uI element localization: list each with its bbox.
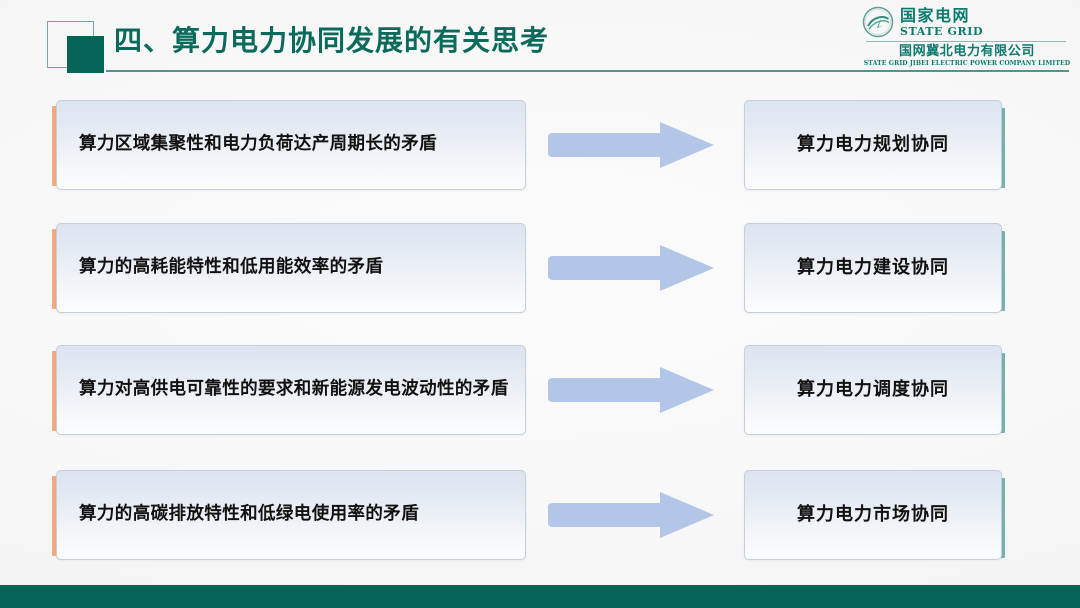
solution-box-2[interactable]: 算力电力建设协同	[744, 223, 1002, 313]
logo-subsidiary-name-en: STATE GRID JIBEI ELECTRIC POWER COMPANY …	[863, 60, 1071, 68]
problem-accent-bar	[52, 476, 59, 556]
flow-arrow-2	[548, 245, 714, 291]
state-grid-emblem-icon	[862, 6, 894, 38]
problem-accent-bar	[52, 229, 59, 309]
problem-text: 算力区域集聚性和电力负荷达产周期长的矛盾	[79, 134, 437, 155]
solution-box-4[interactable]: 算力电力市场协同	[744, 470, 1002, 560]
solution-text: 算力电力市场协同	[797, 503, 949, 525]
logo-company-name-cn: 国家电网	[900, 5, 971, 25]
page-title: 四、算力电力协同发展的有关思考	[114, 24, 550, 57]
problem-box-3[interactable]: 算力对高供电可靠性的要求和新能源发电波动性的矛盾	[56, 345, 526, 435]
flow-arrow-4	[548, 492, 714, 538]
problem-accent-bar	[52, 351, 59, 431]
solution-text: 算力电力调度协同	[797, 378, 949, 400]
solution-box-1[interactable]: 算力电力规划协同	[744, 100, 1002, 190]
logo-company-name-en: STATE GRID	[900, 24, 984, 38]
slide-header: 四、算力电力协同发展的有关思考 国家电网 STATE GRID	[0, 0, 1080, 86]
content-row-1: 算力区域集聚性和电力负荷达产周期长的矛盾 算力电力规划协同	[0, 100, 1080, 190]
problem-text: 算力的高耗能特性和低用能效率的矛盾	[79, 257, 384, 278]
solution-text: 算力电力规划协同	[797, 133, 949, 155]
solution-accent-bar	[999, 478, 1005, 558]
footer-bar	[0, 585, 1080, 608]
title-decoration-solid-square	[67, 36, 104, 73]
problem-box-4[interactable]: 算力的高碳排放特性和低绿电使用率的矛盾	[56, 470, 526, 560]
content-row-3: 算力对高供电可靠性的要求和新能源发电波动性的矛盾 算力电力调度协同	[0, 345, 1080, 435]
problem-box-1[interactable]: 算力区域集聚性和电力负荷达产周期长的矛盾	[56, 100, 526, 190]
solution-accent-bar	[999, 353, 1005, 433]
solution-box-3[interactable]: 算力电力调度协同	[744, 345, 1002, 435]
problem-box-2[interactable]: 算力的高耗能特性和低用能效率的矛盾	[56, 223, 526, 313]
solution-accent-bar	[999, 231, 1005, 311]
problem-accent-bar	[52, 106, 59, 186]
solution-accent-bar	[999, 108, 1005, 188]
flow-arrow-1	[548, 122, 714, 168]
content-row-2: 算力的高耗能特性和低用能效率的矛盾 算力电力建设协同	[0, 223, 1080, 313]
solution-text: 算力电力建设协同	[797, 256, 949, 278]
logo-subsidiary-name-cn: 国网冀北电力有限公司	[898, 44, 1035, 59]
title-underline-rule	[106, 70, 1069, 72]
state-grid-logo: 国家电网 STATE GRID 国网冀北电力有限公司 STATE GRID JI…	[862, 6, 1072, 72]
flow-arrow-3	[548, 367, 714, 413]
logo-divider	[866, 41, 1066, 42]
content-row-4: 算力的高碳排放特性和低绿电使用率的矛盾 算力电力市场协同	[0, 470, 1080, 560]
problem-text: 算力的高碳排放特性和低绿电使用率的矛盾	[79, 504, 420, 525]
problem-text: 算力对高供电可靠性的要求和新能源发电波动性的矛盾	[79, 379, 509, 400]
